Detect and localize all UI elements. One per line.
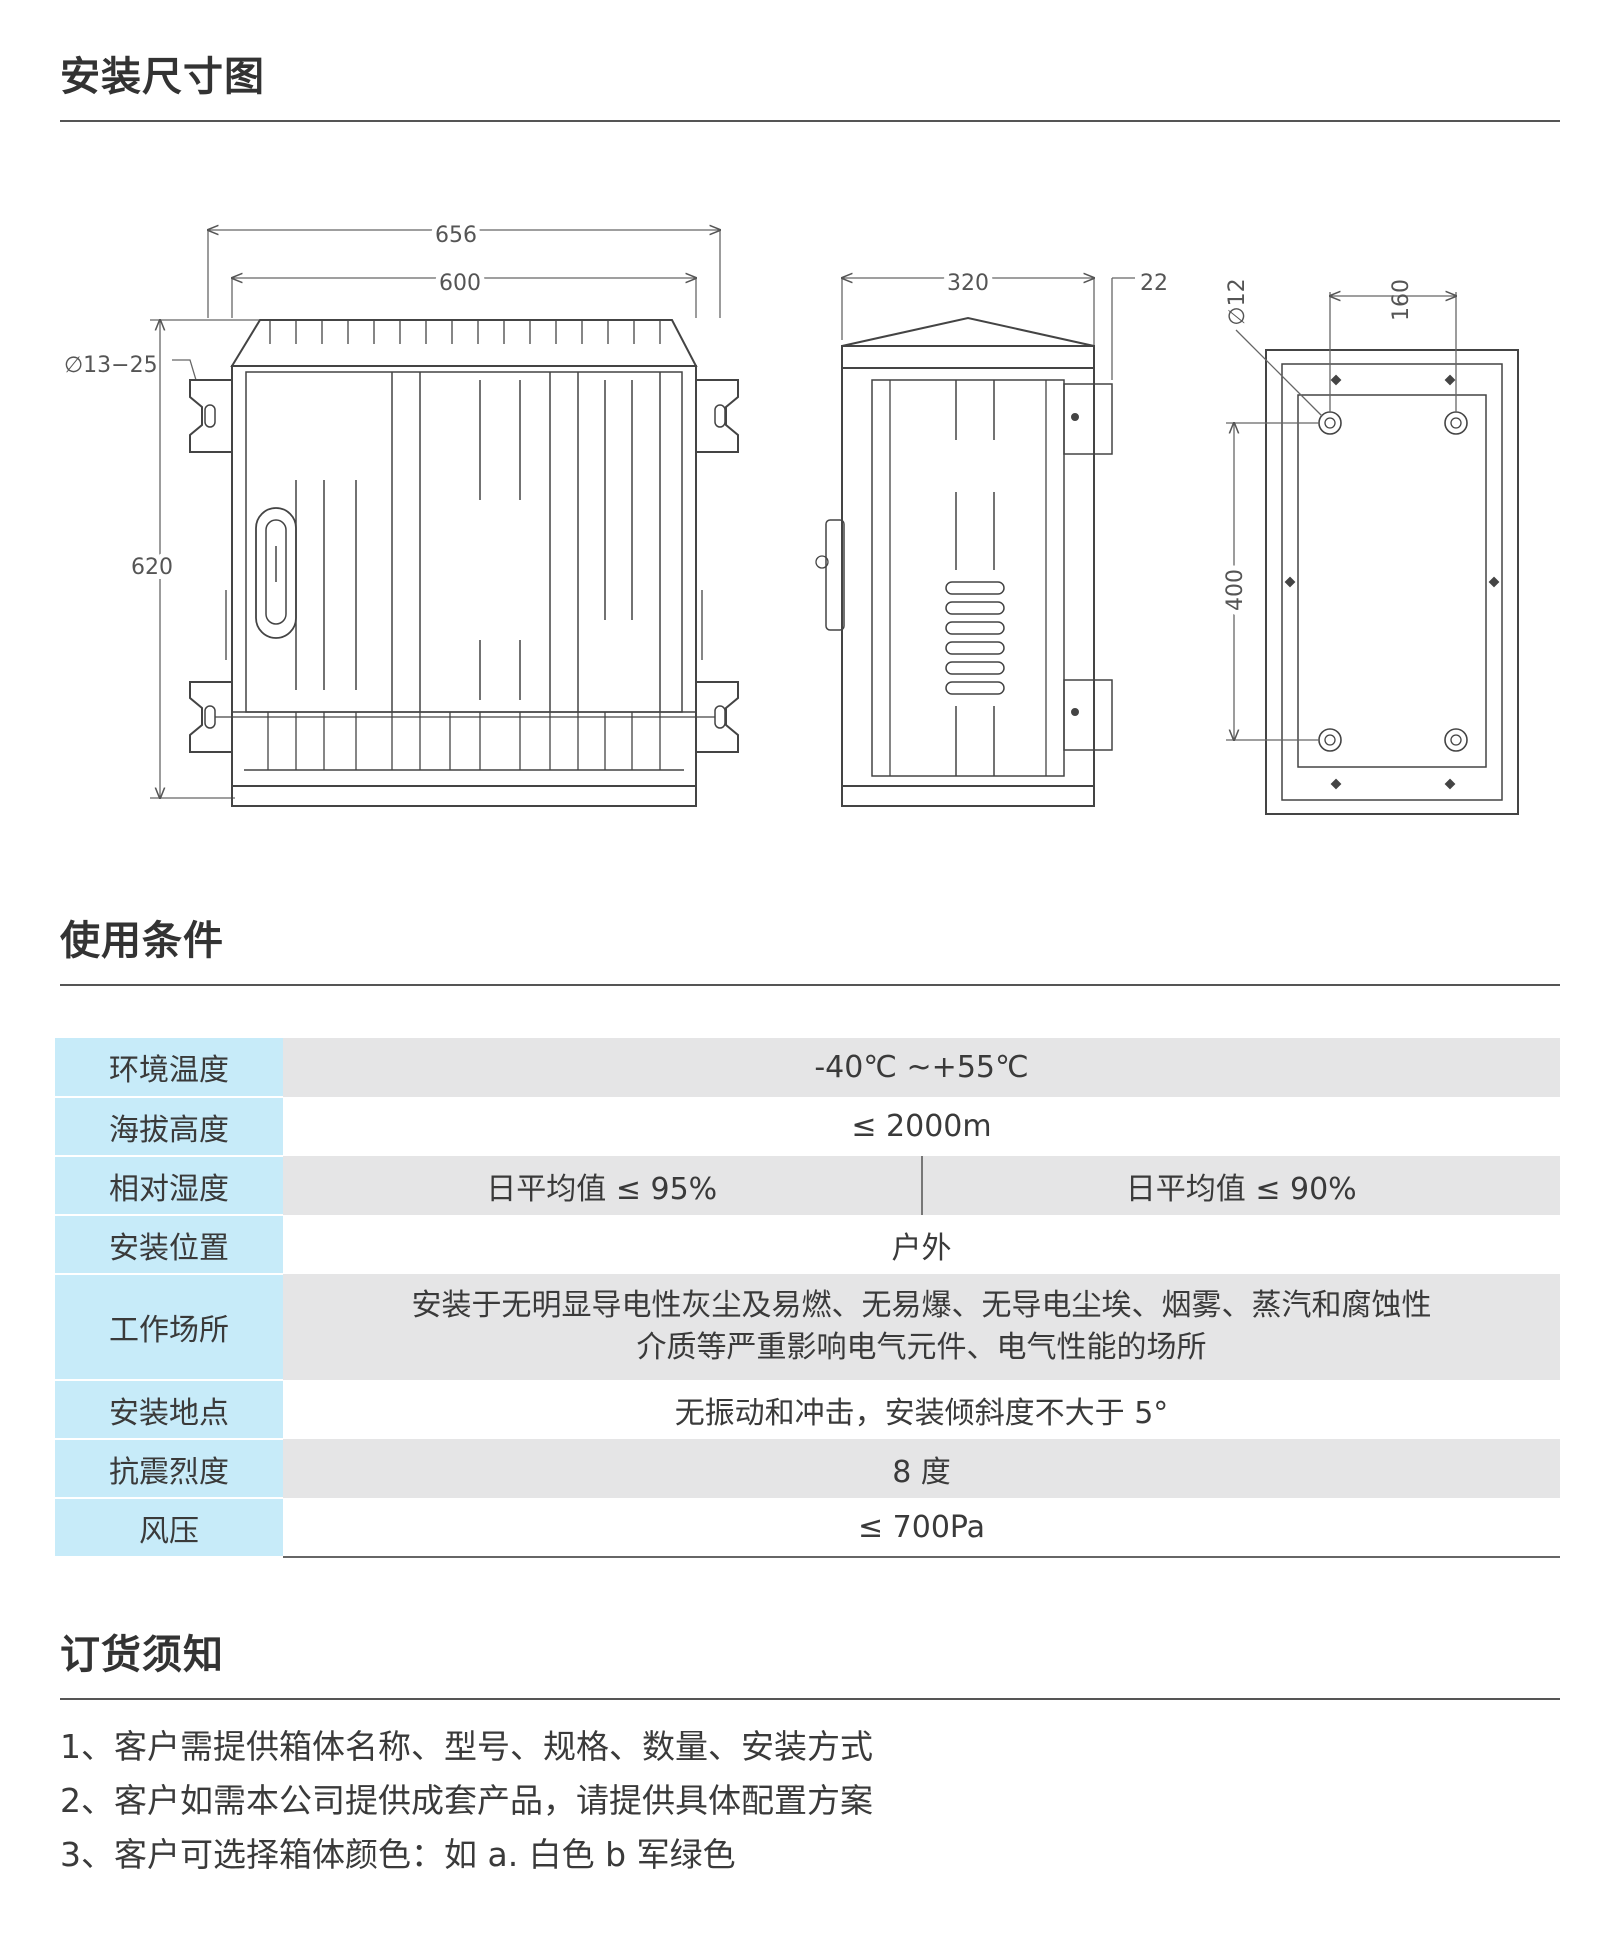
dim-spacing-h: 160 (1389, 279, 1414, 321)
divider (60, 984, 1560, 986)
list-item: 3、客户可选择箱体颜色：如 a. 白色 b 军绿色 (60, 1835, 736, 1874)
row-value: 安装于无明显导电性灰尘及易燃、无易爆、无导电尘埃、烟雾、蒸汽和腐蚀性 介质等严重… (283, 1274, 1560, 1380)
dim-height: 620 (131, 555, 173, 580)
row-value-right: 日平均值 ≤ 90% (921, 1156, 1560, 1215)
table-row: 安装位置 户外 (55, 1215, 1560, 1275)
row-value: 8 度 (283, 1439, 1560, 1498)
divider (60, 120, 1560, 122)
row-value: 户外 (283, 1215, 1560, 1274)
list-item: 1、客户需提供箱体名称、型号、规格、数量、安装方式 (60, 1727, 873, 1766)
dim-body-width: 600 (439, 271, 481, 296)
table-row: 海拔高度 ≤ 2000m (55, 1097, 1560, 1157)
row-value: -40℃ ~+55℃ (283, 1038, 1560, 1097)
row-label: 抗震烈度 (55, 1439, 283, 1499)
row-value-left: 日平均值 ≤ 95% (283, 1156, 923, 1215)
divider (60, 1698, 1560, 1700)
table-row: 环境温度 -40℃ ~+55℃ (55, 1038, 1560, 1098)
list-item: 2、客户如需本公司提供成套产品，请提供具体配置方案 (60, 1781, 873, 1820)
dim-depth: 320 (947, 271, 989, 296)
row-value: ≤ 700Pa (283, 1498, 1560, 1558)
dim-spacing-v: 400 (1223, 569, 1248, 611)
side-view (815, 278, 1135, 807)
row-value: 无振动和冲击，安装倾斜度不大于 5° (283, 1380, 1560, 1439)
dim-overall-width: 656 (435, 223, 477, 248)
section-title-conditions: 使用条件 (60, 918, 224, 964)
conditions-table: 环境温度 -40℃ ~+55℃ 海拔高度 ≤ 2000m 相对湿度 日平均值 ≤… (55, 1038, 1560, 1558)
row-value-line: 介质等严重影响电气元件、电气性能的场所 (636, 1330, 1207, 1365)
table-row: 工作场所 安装于无明显导电性灰尘及易燃、无易爆、无导电尘埃、烟雾、蒸汽和腐蚀性 … (55, 1274, 1560, 1381)
back-view (1226, 292, 1519, 815)
row-label: 相对湿度 (55, 1156, 283, 1216)
dim-bracket: 22 (1140, 271, 1168, 296)
installation-drawing: 656 600 620 ∅13−25 320 22 ∅12 160 400 (64, 218, 1519, 815)
row-label: 安装位置 (55, 1215, 283, 1275)
table-row: 安装地点 无振动和冲击，安装倾斜度不大于 5° (55, 1380, 1560, 1440)
section-title-ordering: 订货须知 (60, 1632, 224, 1678)
row-value: ≤ 2000m (283, 1097, 1560, 1156)
dim-back-hole: ∅12 (1225, 278, 1250, 325)
dimension-labels: 656 600 620 ∅13−25 320 22 ∅12 160 400 (64, 218, 1414, 616)
ordering-notes: 1、客户需提供箱体名称、型号、规格、数量、安装方式 2、客户如需本公司提供成套产… (60, 1720, 873, 1882)
front-view (150, 230, 739, 807)
table-row: 抗震烈度 8 度 (55, 1439, 1560, 1499)
row-label: 风压 (55, 1498, 283, 1558)
table-row: 相对湿度 日平均值 ≤ 95% 日平均值 ≤ 90% (55, 1156, 1560, 1216)
row-label: 安装地点 (55, 1380, 283, 1440)
table-row: 风压 ≤ 700Pa (55, 1498, 1560, 1558)
row-value-line: 安装于无明显导电性灰尘及易燃、无易爆、无导电尘埃、烟雾、蒸汽和腐蚀性 (411, 1288, 1432, 1323)
dim-front-hole: ∅13−25 (64, 353, 158, 378)
section-title-install: 安装尺寸图 (60, 54, 265, 100)
row-label: 海拔高度 (55, 1097, 283, 1157)
row-label: 工作场所 (55, 1274, 283, 1381)
row-label: 环境温度 (55, 1038, 283, 1098)
